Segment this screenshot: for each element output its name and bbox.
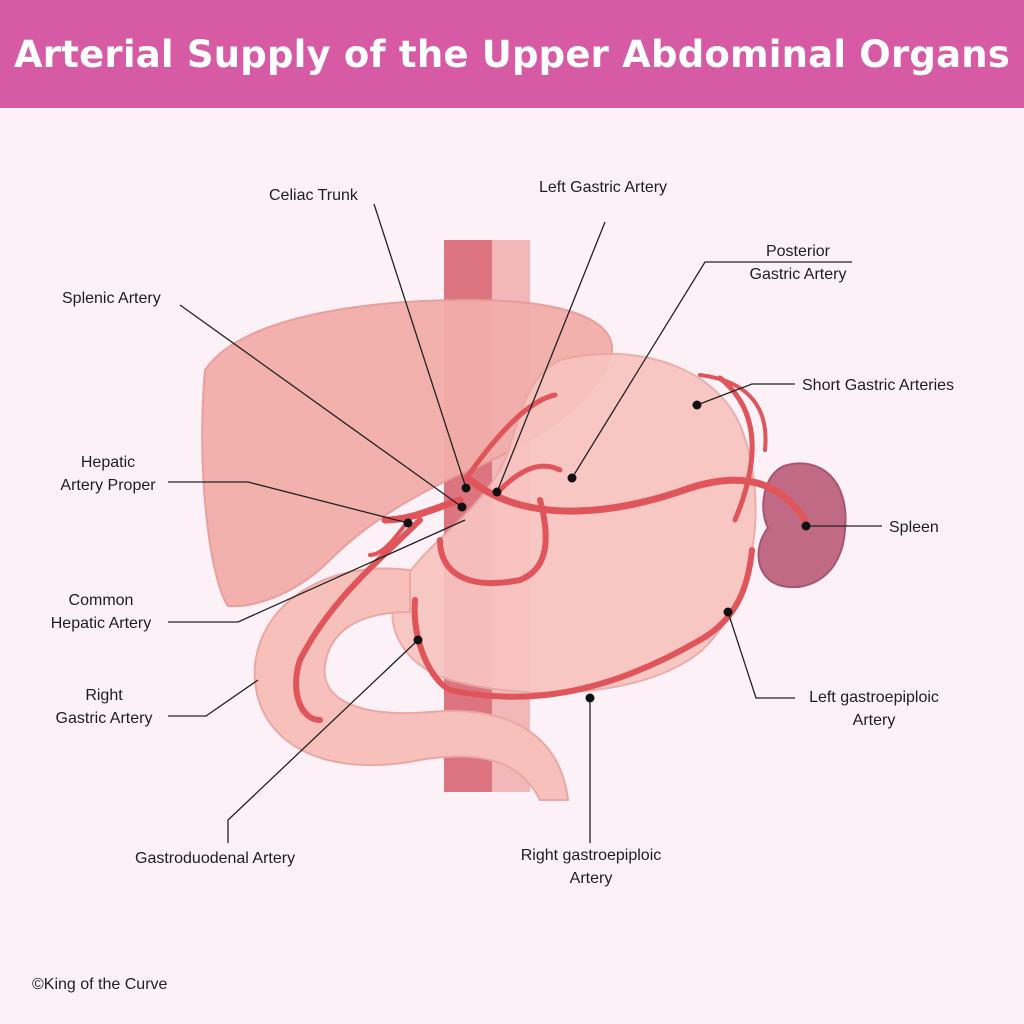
copyright-notice: ©King of the Curve: [32, 976, 168, 993]
label-gastroduodenal-artery: Gastroduodenal Artery: [135, 850, 296, 867]
stomach: [391, 352, 757, 694]
label-left-gastroepiploic-artery: Left gastroepiploic Artery: [796, 686, 952, 732]
leader-lines: [168, 203, 882, 843]
label-line: Gastric Artery: [55, 710, 153, 727]
label-line: Posterior: [765, 243, 831, 260]
label-splenic-artery: Splenic Artery: [62, 290, 161, 307]
page-title: Arterial Supply of the Upper Abdominal O…: [13, 32, 1011, 76]
label-line: Right: [85, 687, 123, 704]
label-celiac-trunk: Celiac Trunk: [269, 187, 358, 204]
title-banner: Arterial Supply of the Upper Abdominal O…: [0, 0, 1024, 108]
arteries: [293, 373, 809, 723]
label-posterior-gastric-artery: Posterior Gastric Artery: [738, 240, 858, 286]
label-dots: [403, 400, 811, 703]
label-line: Gastric Artery: [749, 266, 847, 283]
liver: [201, 298, 614, 608]
label-line: Artery: [852, 712, 896, 729]
label-left-gastric-artery: Left Gastric Artery: [539, 179, 668, 196]
label-hepatic-artery-proper: Hepatic Artery Proper: [48, 451, 168, 497]
label-right-gastroepiploic-artery: Right gastroepiploic Artery: [505, 844, 677, 890]
label-line: Hepatic: [80, 454, 136, 471]
label-line: Right gastroepiploic: [520, 847, 662, 864]
label-line: Hepatic Artery: [50, 615, 152, 632]
label-short-gastric-arteries: Short Gastric Arteries: [802, 377, 955, 394]
label-line: Artery Proper: [60, 477, 156, 494]
label-spleen: Spleen: [889, 519, 939, 536]
duodenum: [253, 567, 570, 801]
label-common-hepatic-artery: Common Hepatic Artery: [40, 589, 162, 635]
label-line: Artery: [569, 870, 613, 887]
label-line: Common: [68, 592, 134, 609]
label-right-gastric-artery: Right Gastric Artery: [44, 684, 164, 730]
label-line: Left gastroepiploic: [809, 689, 939, 706]
